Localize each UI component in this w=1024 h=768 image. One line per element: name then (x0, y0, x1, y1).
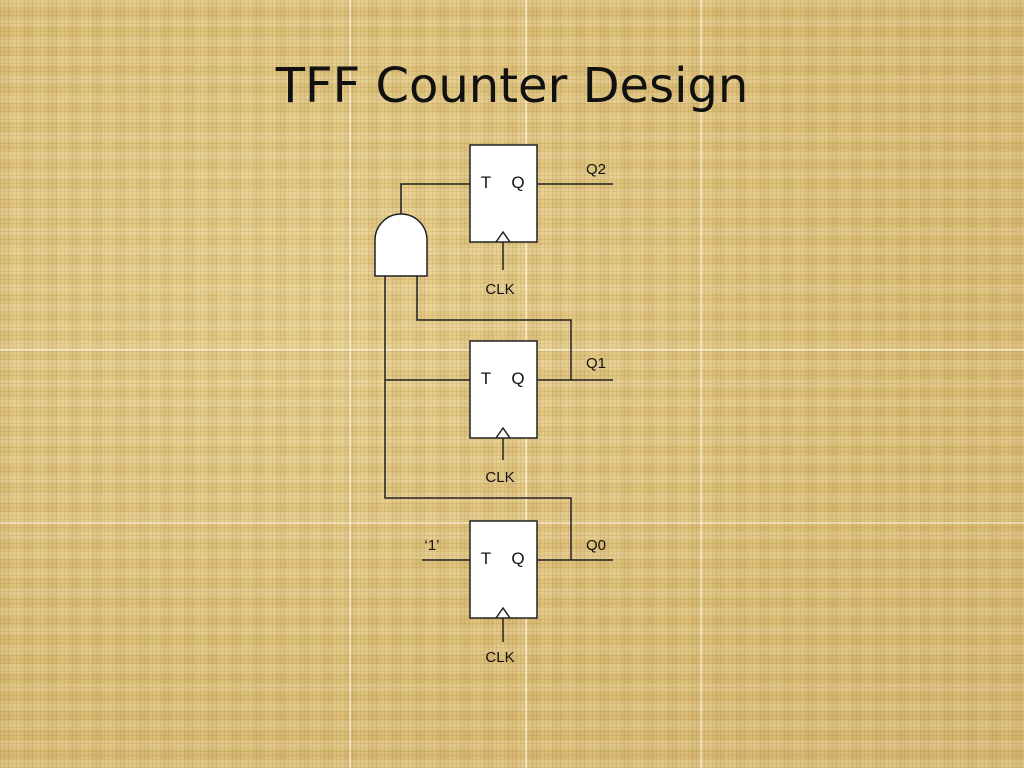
q1-signal-label: Q1 (586, 355, 606, 372)
and-output-wire (400, 183, 470, 214)
q1-feedback-wire (416, 276, 572, 380)
flip-flop-q1: T Q CLK Q1 (469, 340, 613, 486)
q2-signal-label: Q2 (586, 161, 606, 178)
t-input-label: T (481, 173, 491, 192)
and-gate (374, 183, 470, 277)
q-output-label: Q (511, 549, 524, 568)
background-seam (349, 0, 351, 768)
q0-signal-label: Q0 (586, 537, 606, 554)
clock-label: CLK (485, 469, 514, 486)
flip-flop-q2: T Q CLK Q2 (469, 144, 613, 298)
t-input-label: T (481, 369, 491, 388)
clock-triangle-icon (495, 606, 511, 619)
clock-label: CLK (485, 281, 514, 298)
flip-flop-q0: T Q CLK Q0 ‘1’ (422, 520, 613, 666)
and-gate-icon (374, 213, 428, 277)
clock-triangle-icon (495, 230, 511, 243)
q0-feedback-wire (384, 276, 572, 560)
slide-title: TFF Counter Design (275, 58, 749, 114)
constant-one-label: ‘1’ (424, 537, 439, 554)
t-input-label: T (481, 549, 491, 568)
background-seam (700, 0, 702, 768)
q-output-label: Q (511, 173, 524, 192)
flip-flop-box (469, 144, 538, 243)
flip-flop-box (469, 340, 538, 439)
clock-triangle-icon (495, 426, 511, 439)
q-output-label: Q (511, 369, 524, 388)
flip-flop-box (469, 520, 538, 619)
clock-label: CLK (485, 649, 514, 666)
